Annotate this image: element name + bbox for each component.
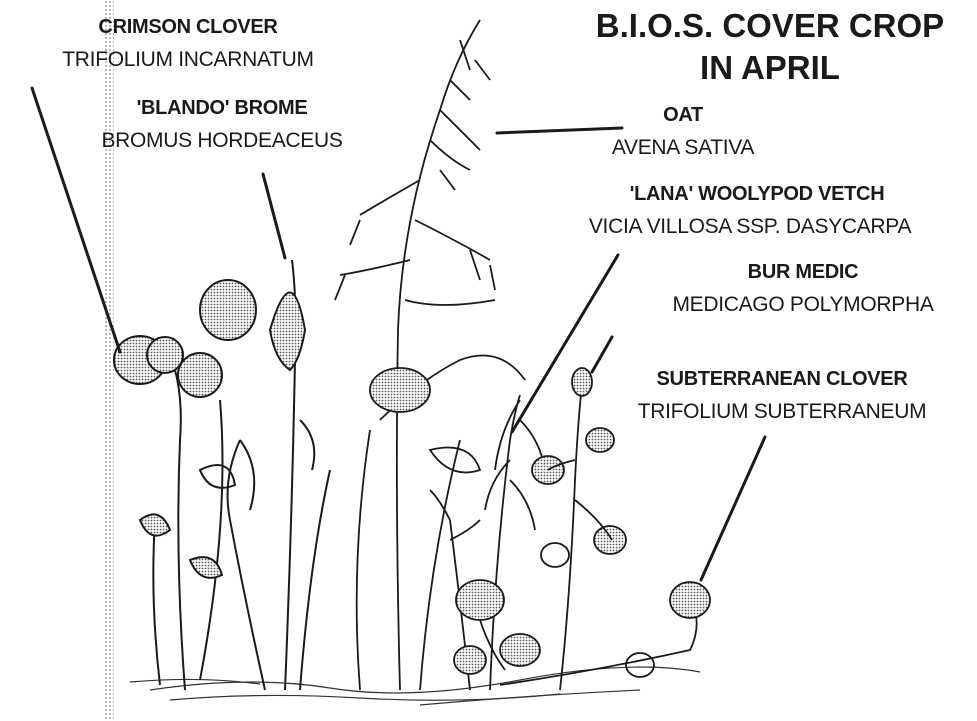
subterranean-clover-common-name: SUBTERRANEAN CLOVER <box>657 369 908 389</box>
subterranean-clover-latin-name: TRIFOLIUM SUBTERRANEUM <box>638 401 927 422</box>
scan-strip <box>104 0 114 721</box>
leader-subterranean-clover <box>701 437 765 580</box>
leader-lana-vetch <box>512 255 618 432</box>
blando-brome-common-name: 'BLANDO' BROME <box>137 98 308 118</box>
leader-blando-brome <box>263 174 285 258</box>
oat-common-name: OAT <box>663 105 703 125</box>
leader-bur-medic <box>592 337 612 372</box>
bur-medic-latin-name: MEDICAGO POLYMORPHA <box>672 294 933 315</box>
bur-medic-common-name: BUR MEDIC <box>748 262 859 282</box>
lana-vetch-common-name: 'LANA' WOOLYPOD VETCH <box>630 184 885 204</box>
lana-vetch-latin-name: VICIA VILLOSA SSP. DASYCARPA <box>589 216 911 237</box>
diagram-title-line2: IN APRIL <box>700 51 840 84</box>
crimson-clover-common-name: CRIMSON CLOVER <box>98 17 277 37</box>
oat-latin-name: AVENA SATIVA <box>612 137 754 158</box>
blando-brome-latin-name: BROMUS HORDEACEUS <box>101 130 342 151</box>
diagram-title-line1: B.I.O.S. COVER CROP <box>596 9 944 42</box>
leader-oat <box>497 128 622 133</box>
crimson-clover-plant <box>114 280 256 690</box>
bur-medic-plant <box>532 368 626 690</box>
crimson-clover-latin-name: TRIFOLIUM INCARNATUM <box>62 49 313 70</box>
ground <box>130 667 700 705</box>
